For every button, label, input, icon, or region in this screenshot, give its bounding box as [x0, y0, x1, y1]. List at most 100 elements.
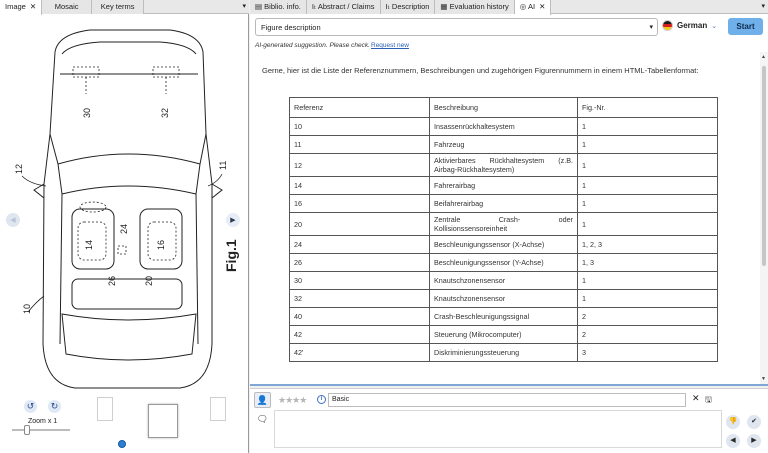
pane-menu-icon[interactable]: ▾ — [242, 3, 246, 10]
column-header: Beschreibung — [429, 97, 578, 118]
comment-icon[interactable]: 🗨 — [256, 414, 269, 424]
drawing-ref-32: 32 — [160, 108, 170, 118]
accept-button[interactable]: ✔ — [747, 415, 761, 429]
figure-cell: 1 — [577, 176, 718, 195]
description-cell: Fahrerairbag — [429, 176, 578, 195]
description-cell: Fahrzeug — [429, 135, 578, 154]
start-button[interactable]: Start — [728, 18, 763, 35]
comment-textarea[interactable] — [274, 410, 722, 448]
tab-description[interactable]: Iₜ Description — [380, 0, 436, 14]
ai-response: Gerne, hier ist die Liste der Referenznu… — [250, 52, 768, 384]
close-icon[interactable]: ✕ — [29, 2, 37, 11]
language-select[interactable]: German ⌄ — [662, 20, 717, 31]
clear-icon[interactable]: ✕ — [692, 393, 700, 403]
ai-pane: ▤ Biblio. info. Iₜ Abstract / Claims Iₜ … — [250, 0, 768, 386]
drawing-ref-30: 30 — [82, 108, 92, 118]
drawing-ref-11: 11 — [218, 161, 228, 170]
request-new-link[interactable]: Request new — [371, 42, 409, 49]
tab-ai[interactable]: ◎ AI✕ — [514, 0, 552, 15]
tab-image[interactable]: Image✕ — [0, 0, 43, 15]
ref-cell: 20 — [289, 212, 430, 236]
description-cell: Knautschzonensensor — [429, 289, 578, 308]
previous-image-button[interactable]: ◀ — [6, 213, 20, 227]
zoom-label: Zoom x 1 — [28, 418, 58, 425]
ai-content: Figure description ▾ German ⌄ Start AI-g… — [250, 14, 768, 384]
save-icon[interactable]: 🖫 — [705, 395, 712, 404]
drawing-ref-12: 12 — [14, 164, 24, 174]
next-button[interactable]: ▶ — [747, 434, 761, 448]
image-pane: Image✕ Mosaic Key terms ▾ — [0, 0, 249, 453]
previous-button[interactable]: ◀ — [726, 434, 740, 448]
prompt-select[interactable]: Figure description ▾ — [255, 18, 658, 36]
info-icon[interactable]: i — [317, 395, 326, 404]
rating-mode-field[interactable]: Basic — [328, 393, 686, 407]
description-cell: Beschleunigungssensor (X-Achse) — [429, 235, 578, 254]
description-cell: Beifahrerairbag — [429, 194, 578, 213]
tab-abstract-claims[interactable]: Iₜ Abstract / Claims — [306, 0, 381, 14]
page-thumbnail-3[interactable] — [210, 397, 226, 421]
user-rating-icon[interactable]: 👤 — [254, 392, 271, 408]
rotate-right-button[interactable]: ↻ — [48, 400, 61, 413]
ref-cell: 26 — [289, 253, 430, 272]
rotate-left-button[interactable]: ↺ — [24, 400, 37, 413]
description-cell: Knautschzonensensor — [429, 271, 578, 290]
ref-cell: 42' — [289, 343, 430, 362]
description-cell: Aktivierbares Rückhaltesystem (z.B. Airb… — [429, 153, 578, 177]
drawing-ref-24: 24 — [119, 224, 129, 234]
figure-cell: 1 — [577, 212, 718, 236]
table-header-row: Referenz Beschreibung Fig.-Nr. — [289, 97, 718, 118]
page-thumbnail-2[interactable] — [148, 404, 178, 438]
scrollbar-thumb[interactable] — [762, 66, 766, 266]
text-icon: Iₜ — [385, 2, 392, 11]
pane-menu-icon[interactable]: ▾ — [761, 3, 765, 10]
next-image-button[interactable]: ▶ — [226, 213, 240, 227]
drawing-ref-20: 20 — [144, 276, 154, 286]
figure-cell: 2 — [577, 325, 718, 344]
star-rating[interactable]: ★★★★ — [278, 395, 307, 405]
page-indicator-dot[interactable] — [118, 440, 126, 448]
tab-mosaic[interactable]: Mosaic — [42, 0, 93, 14]
description-cell: Crash-Beschleunigungssignal — [429, 307, 578, 326]
figure-cell: 1 — [577, 194, 718, 213]
close-icon[interactable]: ✕ — [539, 2, 546, 11]
ref-cell: 42 — [289, 325, 430, 344]
zoom-slider[interactable] — [12, 425, 70, 435]
ref-cell: 32 — [289, 289, 430, 308]
tab-biblio-info[interactable]: ▤ Biblio. info. — [250, 0, 307, 14]
thumbs-down-button[interactable]: 👎 — [726, 415, 740, 429]
column-header: Fig.-Nr. — [577, 97, 718, 118]
ref-cell: 10 — [289, 117, 430, 136]
ai-icon: ◎ — [519, 2, 529, 11]
figure-cell: 1 — [577, 271, 718, 290]
ref-cell: 14 — [289, 176, 430, 195]
ref-cell: 11 — [289, 135, 430, 154]
table-icon: ▦ — [440, 2, 450, 11]
figure-label: Fig.1 — [223, 239, 239, 272]
right-tabbar: ▤ Biblio. info. Iₜ Abstract / Claims Iₜ … — [250, 0, 768, 15]
ai-intro-text: Gerne, hier ist die Liste der Referenznu… — [262, 66, 699, 75]
scroll-down-icon[interactable]: ▼ — [761, 376, 766, 382]
description-cell: Steuerung (Mikrocomputer) — [429, 325, 578, 344]
left-tabbar: Image✕ Mosaic Key terms ▾ — [0, 0, 249, 15]
ref-cell: 12 — [289, 153, 430, 177]
car-drawing-svg: 30 32 12 11 14 16 24 26 20 10 Fig.1 — [14, 29, 239, 389]
page-thumbnail-1[interactable] — [97, 397, 113, 421]
tab-key-terms[interactable]: Key terms — [92, 0, 145, 14]
scroll-up-icon[interactable]: ▲ — [761, 54, 766, 60]
drawing-ref-14: 14 — [84, 240, 94, 250]
tab-evaluation-history[interactable]: ▦ Evaluation history — [435, 0, 515, 14]
zoom-slider-thumb[interactable] — [24, 425, 30, 435]
figure-cell: 1 — [577, 289, 718, 308]
figure-cell: 1 — [577, 135, 718, 154]
vertical-scrollbar[interactable]: ▲ ▼ — [760, 52, 768, 384]
